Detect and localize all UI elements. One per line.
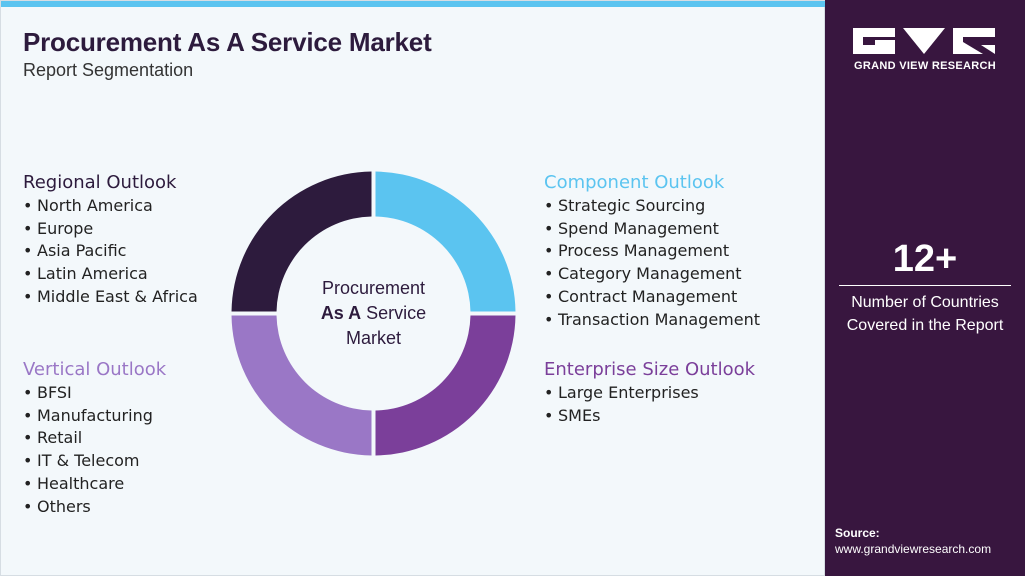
center-line-3: Market bbox=[345, 328, 401, 348]
donut-segment-vertical bbox=[231, 315, 372, 456]
bullet-icon: • bbox=[544, 241, 554, 261]
sidebar: GRAND VIEW RESEARCH 12+ Number of Countr… bbox=[825, 0, 1025, 576]
bullet-icon: • bbox=[23, 451, 33, 471]
gvr-logo-icon bbox=[853, 28, 995, 54]
brand-name: GRAND VIEW RESEARCH bbox=[854, 60, 996, 72]
list-item: •Category Management bbox=[544, 263, 760, 286]
list-item-text: Manufacturing bbox=[37, 405, 153, 425]
list-item-text: Middle East & Africa bbox=[37, 286, 198, 306]
list-item: •Retail bbox=[23, 427, 166, 450]
page-title: Procurement As A Service Market bbox=[23, 27, 432, 57]
regional-outlook: Regional Outlook •North America•Europe•A… bbox=[23, 171, 198, 309]
list-item-text: Retail bbox=[37, 428, 83, 448]
list-item: •Others bbox=[23, 496, 166, 519]
center-line-2-bold: As A bbox=[320, 303, 362, 323]
list-item-text: IT & Telecom bbox=[37, 451, 140, 471]
bullet-icon: • bbox=[23, 496, 33, 516]
bullet-icon: • bbox=[23, 405, 33, 425]
list-item: •Spend Management bbox=[544, 218, 760, 241]
donut-segment-regional bbox=[231, 171, 372, 312]
donut-segment-enterprise bbox=[375, 315, 516, 456]
regional-outlook-list: •North America•Europe•Asia Pacific•Latin… bbox=[23, 195, 198, 309]
list-item-text: Transaction Management bbox=[558, 309, 761, 329]
center-line-1: Procurement bbox=[321, 278, 426, 298]
bullet-icon: • bbox=[544, 218, 554, 238]
bullet-icon: • bbox=[544, 383, 554, 402]
stat-divider bbox=[839, 285, 1011, 286]
list-item-text: Latin America bbox=[37, 264, 148, 284]
source-url: www.grandviewresearch.com bbox=[835, 542, 992, 556]
stat-line-1: Number of Countries bbox=[851, 294, 999, 311]
component-outlook-title: Component Outlook bbox=[544, 172, 725, 193]
list-item: •Large Enterprises bbox=[544, 382, 755, 405]
bullet-icon: • bbox=[544, 264, 554, 284]
list-item-text: Others bbox=[37, 496, 91, 516]
bullet-icon: • bbox=[23, 428, 33, 448]
list-item-text: Europe bbox=[37, 218, 94, 238]
bullet-icon: • bbox=[23, 241, 33, 261]
list-item-text: Spend Management bbox=[558, 218, 719, 238]
list-item: •Transaction Management bbox=[544, 309, 760, 332]
center-line-2: As A Service bbox=[301, 301, 446, 326]
list-item: •Middle East & Africa bbox=[23, 286, 198, 309]
vertical-outlook-title: Vertical Outlook bbox=[23, 359, 167, 380]
component-outlook: Component Outlook •Strategic Sourcing•Sp… bbox=[544, 171, 760, 331]
list-item: •Strategic Sourcing bbox=[544, 195, 760, 218]
main-panel: Procurement As A Service Market Report S… bbox=[0, 0, 826, 576]
bullet-icon: • bbox=[23, 196, 33, 215]
bullet-icon: • bbox=[544, 196, 554, 215]
list-item-text: Strategic Sourcing bbox=[558, 196, 706, 215]
bullet-icon: • bbox=[544, 405, 554, 425]
bullet-icon: • bbox=[23, 383, 33, 402]
list-item-text: Contract Management bbox=[558, 286, 738, 306]
source-label: Source: bbox=[835, 526, 880, 540]
list-item: •SMEs bbox=[544, 405, 755, 428]
bullet-icon: • bbox=[23, 473, 33, 493]
component-outlook-list: •Strategic Sourcing•Spend Management•Pro… bbox=[544, 195, 760, 331]
stat-line-2: Covered in the Report bbox=[846, 317, 1004, 334]
list-item: •Asia Pacific bbox=[23, 240, 198, 263]
vertical-outlook: Vertical Outlook •BFSI•Manufacturing•Ret… bbox=[23, 358, 166, 518]
list-item-text: SMEs bbox=[558, 405, 601, 425]
segmentation-donut bbox=[231, 171, 516, 456]
list-item-text: BFSI bbox=[37, 383, 72, 402]
list-item-text: North America bbox=[37, 196, 153, 215]
list-item: •Process Management bbox=[544, 240, 760, 263]
list-item-text: Asia Pacific bbox=[37, 241, 127, 261]
list-item: •Latin America bbox=[23, 263, 198, 286]
list-item: •North America bbox=[23, 195, 198, 218]
list-item: •Manufacturing bbox=[23, 405, 166, 428]
top-accent-bar bbox=[1, 1, 826, 7]
bullet-icon: • bbox=[23, 218, 33, 238]
page-subtitle: Report Segmentation bbox=[23, 60, 194, 80]
enterprise-size-outlook: Enterprise Size Outlook •Large Enterpris… bbox=[544, 358, 755, 427]
donut-center-label: Procurement As A Service Market bbox=[301, 276, 446, 351]
enterprise-size-outlook-list: •Large Enterprises•SMEs bbox=[544, 382, 755, 427]
bullet-icon: • bbox=[23, 264, 33, 284]
list-item-text: Category Management bbox=[558, 264, 742, 284]
center-line-2-rest: Service bbox=[361, 303, 427, 323]
stat-description: Number of Countries Covered in the Repor… bbox=[825, 291, 1025, 337]
bullet-icon: • bbox=[544, 309, 554, 329]
stat-value: 12+ bbox=[892, 238, 958, 280]
list-item: •BFSI bbox=[23, 382, 166, 405]
list-item-text: Large Enterprises bbox=[558, 383, 699, 402]
regional-outlook-title: Regional Outlook bbox=[23, 172, 177, 193]
bullet-icon: • bbox=[23, 286, 33, 306]
vertical-outlook-list: •BFSI•Manufacturing•Retail•IT & Telecom•… bbox=[23, 382, 166, 518]
list-item: •IT & Telecom bbox=[23, 450, 166, 473]
list-item: •Healthcare bbox=[23, 473, 166, 496]
list-item: •Contract Management bbox=[544, 286, 760, 309]
list-item-text: Healthcare bbox=[37, 473, 125, 493]
list-item-text: Process Management bbox=[558, 241, 730, 261]
enterprise-size-outlook-title: Enterprise Size Outlook bbox=[544, 359, 756, 380]
bullet-icon: • bbox=[544, 286, 554, 306]
list-item: •Europe bbox=[23, 218, 198, 241]
donut-segment-component bbox=[375, 171, 516, 312]
